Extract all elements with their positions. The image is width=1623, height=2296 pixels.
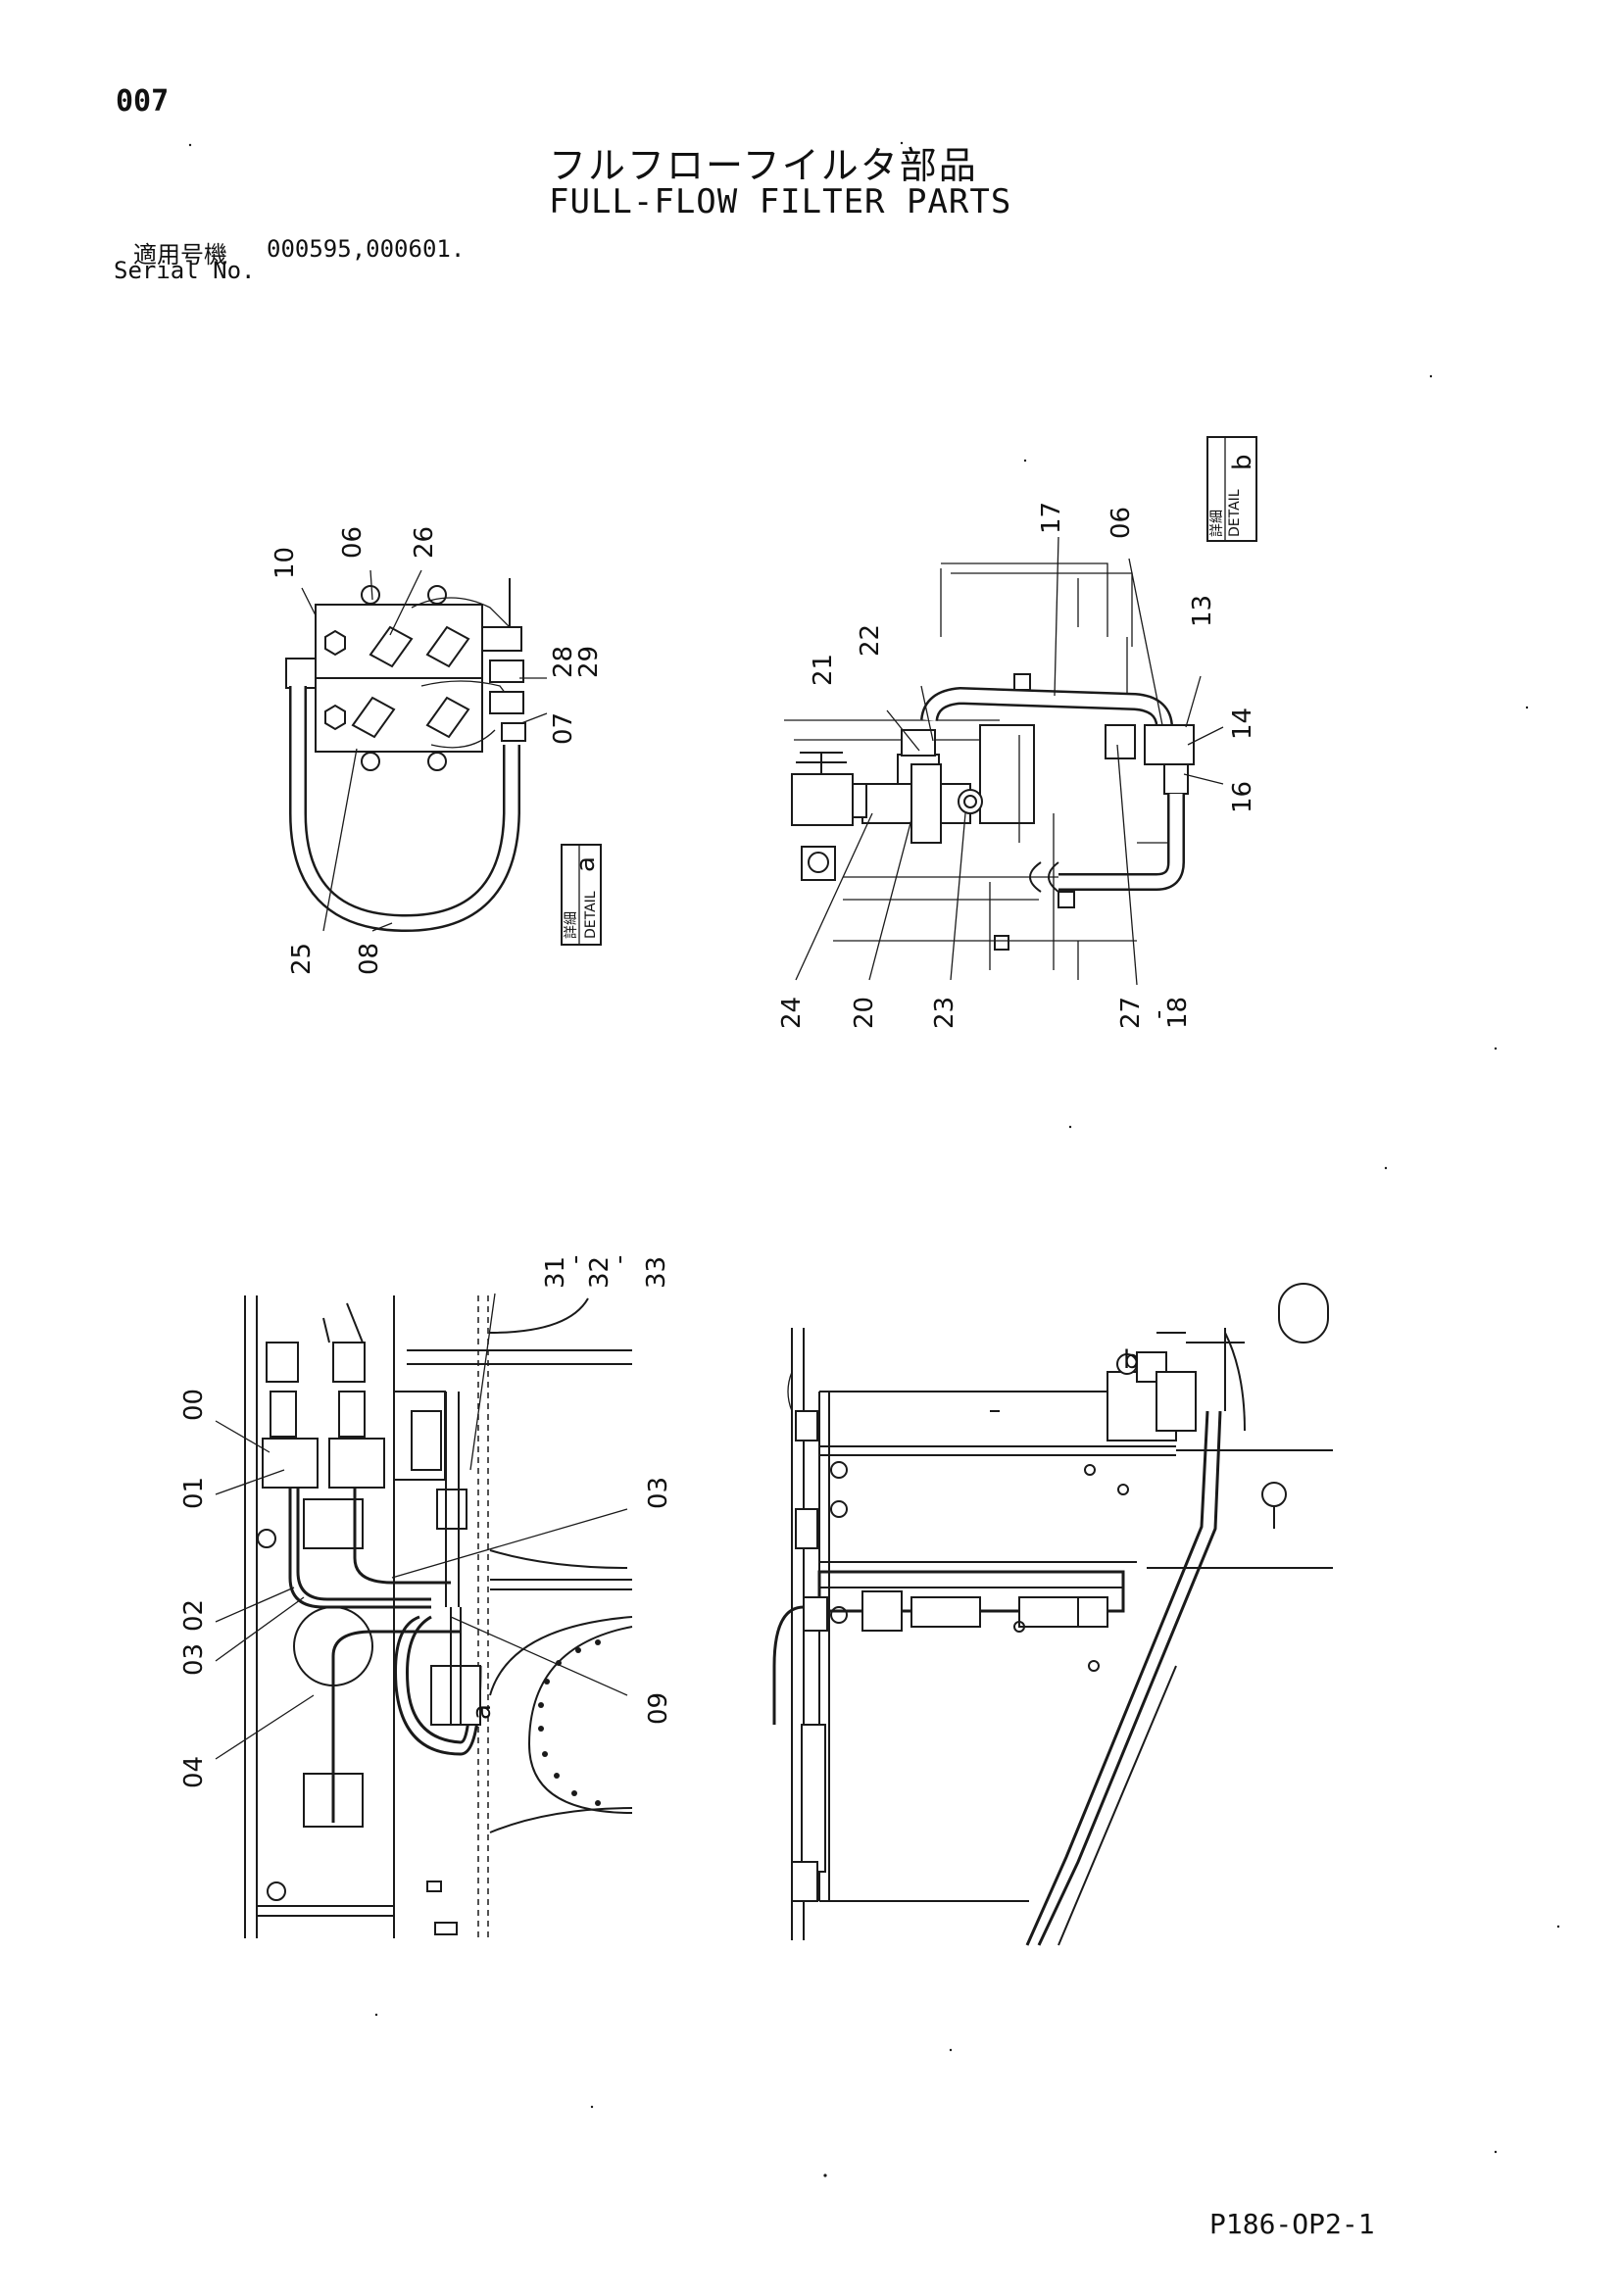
callout-03: 03 xyxy=(179,1643,209,1676)
detail-a-letter: a xyxy=(571,856,601,872)
detail-a-box xyxy=(561,844,602,946)
callout-06: 06 xyxy=(338,526,368,559)
callout-dash: - xyxy=(605,1255,634,1264)
callout-33: 33 xyxy=(642,1256,671,1289)
callout-01: 01 xyxy=(179,1477,209,1509)
callout-32: 32 xyxy=(585,1256,615,1289)
detail-ref-a: a xyxy=(467,1704,497,1720)
serial-numbers: 000595,000601. xyxy=(267,235,466,263)
serial-label-en: Serial No. xyxy=(114,257,256,284)
serial-label-jp: 適用号機 xyxy=(133,241,227,269)
callout-14: 14 xyxy=(1228,708,1257,740)
callout-16: 16 xyxy=(1228,781,1257,813)
callout-17: 17 xyxy=(1037,502,1066,534)
callout-18: 18 xyxy=(1163,997,1193,1029)
callout-27: 27 xyxy=(1116,997,1146,1029)
filter-element xyxy=(425,625,470,668)
page-title-jp: フルフローフイルタ部品 xyxy=(549,144,978,187)
callout-06: 06 xyxy=(1107,507,1136,539)
callout-dash: - xyxy=(1144,1010,1173,1019)
detail-b-box xyxy=(1206,436,1257,542)
callout-09: 09 xyxy=(644,1692,673,1725)
document-code: P186-OP2-1 xyxy=(1209,2208,1375,2240)
callout-00: 00 xyxy=(179,1389,209,1421)
page-number: 007 xyxy=(116,84,170,119)
page-title-en: FULL-FLOW FILTER PARTS xyxy=(549,182,1012,221)
callout-21: 21 xyxy=(809,654,838,686)
callout-22: 22 xyxy=(856,624,885,657)
scan-noise xyxy=(188,141,1560,2177)
callout-10: 10 xyxy=(270,547,300,579)
callout-dash: - xyxy=(561,1255,590,1264)
main-view-left: 31 - 32 - 33 00 01 03 02 03 04 09 a xyxy=(179,1255,673,1938)
main-view-right: b xyxy=(772,1283,1333,1946)
detail-a-box-jp: 詳細 xyxy=(564,911,579,939)
callout-31: 31 xyxy=(541,1256,570,1289)
filter-element xyxy=(425,696,470,739)
callout-07: 07 xyxy=(549,712,578,745)
callout-13: 13 xyxy=(1188,595,1217,627)
callout-29: 29 xyxy=(574,646,604,678)
detail-b-box-jp: 詳細 xyxy=(1209,510,1225,537)
callout-04: 04 xyxy=(179,1756,209,1788)
callout-03: 03 xyxy=(644,1477,673,1509)
check-valve xyxy=(1144,724,1195,765)
callout-02: 02 xyxy=(179,1599,209,1632)
callout-25: 25 xyxy=(287,943,317,975)
callout-20: 20 xyxy=(850,997,879,1029)
callout-23: 23 xyxy=(930,997,959,1029)
callout-28: 28 xyxy=(549,646,578,678)
filter-element xyxy=(369,625,414,668)
detail-a-drawing: 10 06 26 28 29 07 25 08 詳細 DETAIL a xyxy=(270,526,604,975)
callout-26: 26 xyxy=(410,526,439,559)
callout-08: 08 xyxy=(355,943,384,975)
detail-ref-b: b xyxy=(1123,1345,1140,1375)
detail-b-drawing: 17 06 13 22 21 14 16 24 20 23 27 18 - 詳細… xyxy=(777,436,1257,1029)
detail-a-box-en: DETAIL xyxy=(583,891,599,939)
detail-b-box-en: DETAIL xyxy=(1227,489,1243,537)
filter-element xyxy=(351,696,396,739)
detail-b-letter: b xyxy=(1228,454,1257,470)
callout-24: 24 xyxy=(777,997,807,1029)
